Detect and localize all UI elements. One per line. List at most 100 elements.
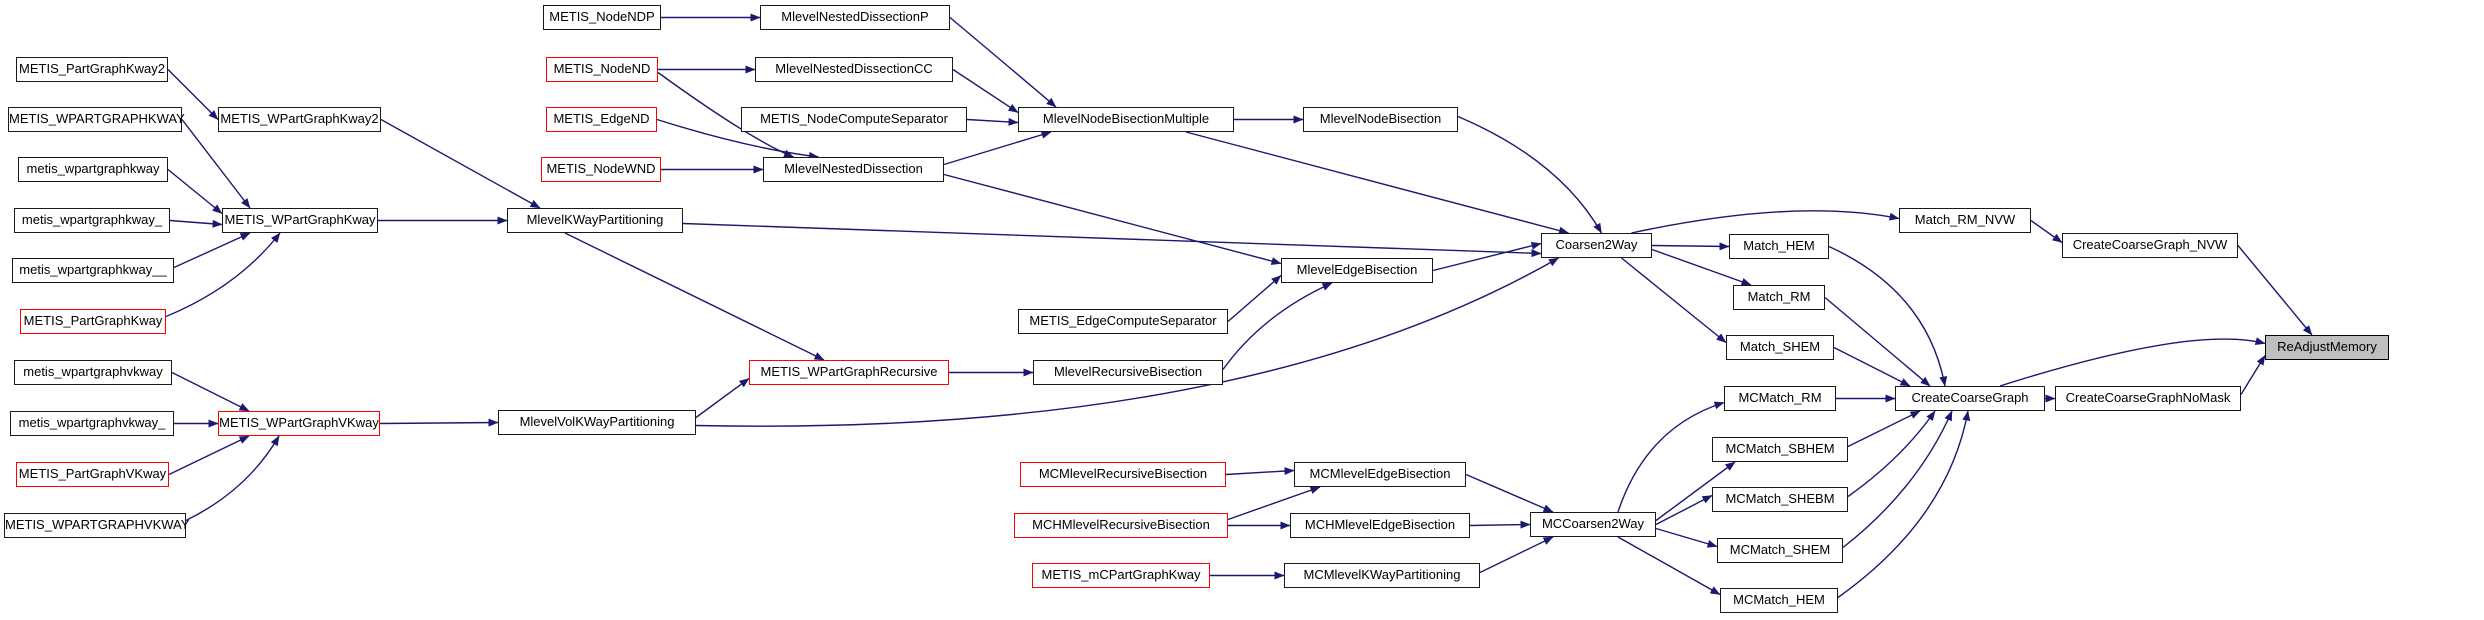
graph-node-metis-partgraphvkway[interactable]: METIS_PartGraphVKway	[16, 462, 169, 487]
graph-node-mchmleveledgebisection[interactable]: MCHMlevelEdgeBisection	[1290, 513, 1470, 538]
graph-node-metis-wpartgraphvkway[interactable]: metis_wpartgraphvkway	[14, 360, 172, 385]
call-edge	[656, 118, 819, 160]
graph-node-mcmlevelkwaypartitioning[interactable]: MCMlevelKWayPartitioning	[1284, 563, 1480, 588]
graph-node-mcmatch-shebm[interactable]: MCMatch_SHEBM	[1712, 487, 1848, 512]
graph-node-mccoarsen2way[interactable]: MCCoarsen2Way	[1530, 512, 1656, 537]
call-edge	[1828, 245, 1948, 387]
call-edge	[952, 68, 1019, 114]
call-edge	[167, 168, 223, 215]
graph-node-metis-wpartgraphkway[interactable]: METIS_WPartGraphKway	[222, 208, 378, 233]
graph-node-metis-edgecomputeseparator[interactable]: METIS_EdgeComputeSeparator	[1018, 309, 1228, 334]
call-edge	[657, 71, 794, 158]
graph-node-mlevelkwaypartitioning[interactable]: MlevelKWayPartitioning	[507, 208, 683, 233]
graph-node-coarsen2way[interactable]: Coarsen2Way	[1541, 233, 1652, 258]
call-edge	[168, 435, 250, 476]
graph-node-match-rm[interactable]: Match_RM	[1733, 285, 1825, 310]
call-edge	[1651, 242, 1730, 251]
graph-node-mcmatch-hem[interactable]: MCMatch_HEM	[1720, 588, 1838, 613]
graph-node-metis-mcpartgraphkway[interactable]: METIS_mCPartGraphKway	[1032, 563, 1210, 588]
call-edge	[695, 257, 1559, 427]
call-edge	[2030, 219, 2063, 244]
graph-node-metis-nodend[interactable]: METIS_NodeND	[546, 57, 658, 82]
call-edge	[169, 219, 223, 228]
call-edge	[1847, 410, 1921, 448]
call-edge	[1227, 274, 1282, 323]
graph-node-mlevelnesteddissection[interactable]: MlevelNestedDissection	[763, 157, 944, 182]
call-edge	[1833, 346, 1911, 387]
call-edge	[1457, 115, 1603, 234]
call-edge	[1465, 473, 1554, 513]
graph-node-metis-nodendp[interactable]: METIS_NodeNDP	[543, 5, 661, 30]
call-edge	[185, 435, 280, 522]
graph-node-mlevelnodebisection[interactable]: MlevelNodeBisection	[1303, 107, 1458, 132]
graph-node-mchmlevelrecursivebisection[interactable]: MCHMlevelRecursiveBisection	[1014, 513, 1228, 538]
graph-node-metis-wpartgraphkway2[interactable]: METIS_WPartGraphKway2	[218, 107, 381, 132]
call-edge	[1469, 520, 1531, 529]
graph-node-mcmatch-rm[interactable]: MCMatch_RM	[1724, 386, 1836, 411]
call-edge	[181, 119, 251, 209]
graph-node-mlevelrecursivebisection[interactable]: MlevelRecursiveBisection	[1033, 360, 1223, 385]
call-edge	[564, 232, 825, 361]
graph-node-metis-partgraphkway2[interactable]: METIS_PartGraphKway2	[16, 57, 168, 82]
call-edge	[1837, 410, 1971, 599]
graph-node-mcmlevelrecursivebisection[interactable]: MCMlevelRecursiveBisection	[1020, 462, 1226, 487]
graph-node-mcmatch-shem[interactable]: MCMatch_SHEM	[1717, 538, 1843, 563]
call-edge	[943, 130, 1052, 166]
graph-node-metis-wpartgraphkway-[interactable]: metis_wpartgraphkway_	[14, 208, 170, 233]
graph-node-metis-wpartgraphkway[interactable]: metis_wpartgraphkway	[18, 157, 168, 182]
call-edge	[1651, 248, 1752, 286]
graph-node-mlevelnodebisectionmultiple[interactable]: MlevelNodeBisectionMultiple	[1018, 107, 1234, 132]
graph-node-metis-nodewnd[interactable]: METIS_NodeWND	[541, 157, 661, 182]
graph-node-metis-wpartgraphvkway-[interactable]: metis_wpartgraphvkway_	[10, 411, 174, 436]
call-edge	[966, 117, 1019, 126]
graph-node-metis-wpartgraphrecursive[interactable]: METIS_WPartGraphRecursive	[749, 360, 949, 385]
graph-node-createcoarsegraph-nvw[interactable]: CreateCoarseGraph_NVW	[2062, 233, 2238, 258]
call-edge	[1479, 536, 1554, 574]
call-edge	[682, 222, 1542, 258]
graph-node-mcmatch-sbhem[interactable]: MCMatch_SBHEM	[1712, 437, 1848, 462]
graph-node-mlevelvolkwaypartitioning[interactable]: MlevelVolKWayPartitioning	[498, 410, 696, 435]
graph-node-mlevelnesteddissectioncc[interactable]: MlevelNestedDissectionCC	[755, 57, 953, 82]
graph-node-createcoarsegraphnomask[interactable]: CreateCoarseGraphNoMask	[2055, 386, 2241, 411]
graph-node-metis-wpartgraphvkway[interactable]: METIS_WPARTGRAPHVKWAY	[4, 513, 189, 538]
call-edge	[2240, 355, 2266, 395]
graph-node-createcoarsegraph[interactable]: CreateCoarseGraph	[1895, 386, 2045, 411]
call-edge	[173, 232, 251, 269]
graph-node-metis-wpartgraphvkway[interactable]: METIS_WPartGraphVKway	[218, 411, 380, 436]
call-edge	[380, 118, 541, 209]
graph-node-metis-nodecomputeseparator[interactable]: METIS_NodeComputeSeparator	[741, 107, 967, 132]
call-edge	[1655, 494, 1713, 526]
call-edge	[1847, 410, 1936, 498]
call-edge	[2237, 245, 2313, 336]
graph-node-mlevelnesteddissectionp[interactable]: MlevelNestedDissectionP	[760, 5, 950, 30]
call-edge	[1617, 401, 1725, 513]
call-edge	[1655, 527, 1718, 548]
call-edge	[1631, 210, 1900, 234]
graph-node-metis-edgend[interactable]: METIS_EdgeND	[546, 107, 657, 132]
call-edge	[1617, 536, 1721, 596]
graph-node-metis-wpartgraphkway-[interactable]: metis_wpartgraphkway__	[12, 258, 174, 283]
graph-node-readjustmemory: ReAdjustMemory	[2265, 335, 2389, 360]
graph-node-match-hem[interactable]: Match_HEM	[1729, 234, 1829, 259]
call-edge	[165, 232, 281, 318]
call-edge	[167, 69, 219, 120]
graph-node-mcmleveledgebisection[interactable]: MCMlevelEdgeBisection	[1294, 462, 1466, 487]
call-edge	[1222, 282, 1333, 370]
call-edge	[943, 173, 1282, 265]
graph-node-match-shem[interactable]: Match_SHEM	[1726, 335, 1834, 360]
graph-node-match-rm-nvw[interactable]: Match_RM_NVW	[1899, 208, 2031, 233]
graph-node-metis-partgraphkway[interactable]: METIS_PartGraphKway	[20, 309, 166, 334]
call-edge	[1655, 461, 1736, 522]
call-edge	[1185, 131, 1569, 235]
call-edge	[695, 377, 750, 419]
call-edges	[165, 13, 2313, 599]
call-edge	[1432, 241, 1542, 272]
call-edge	[1824, 296, 1931, 387]
graph-node-mleveledgebisection[interactable]: MlevelEdgeBisection	[1281, 258, 1433, 283]
call-edge	[171, 371, 250, 412]
graph-node-metis-wpartgraphkway[interactable]: METIS_WPARTGRAPHKWAY	[8, 107, 185, 132]
call-edge	[379, 418, 499, 427]
call-edge	[1227, 486, 1321, 521]
call-edge	[1842, 410, 1953, 549]
